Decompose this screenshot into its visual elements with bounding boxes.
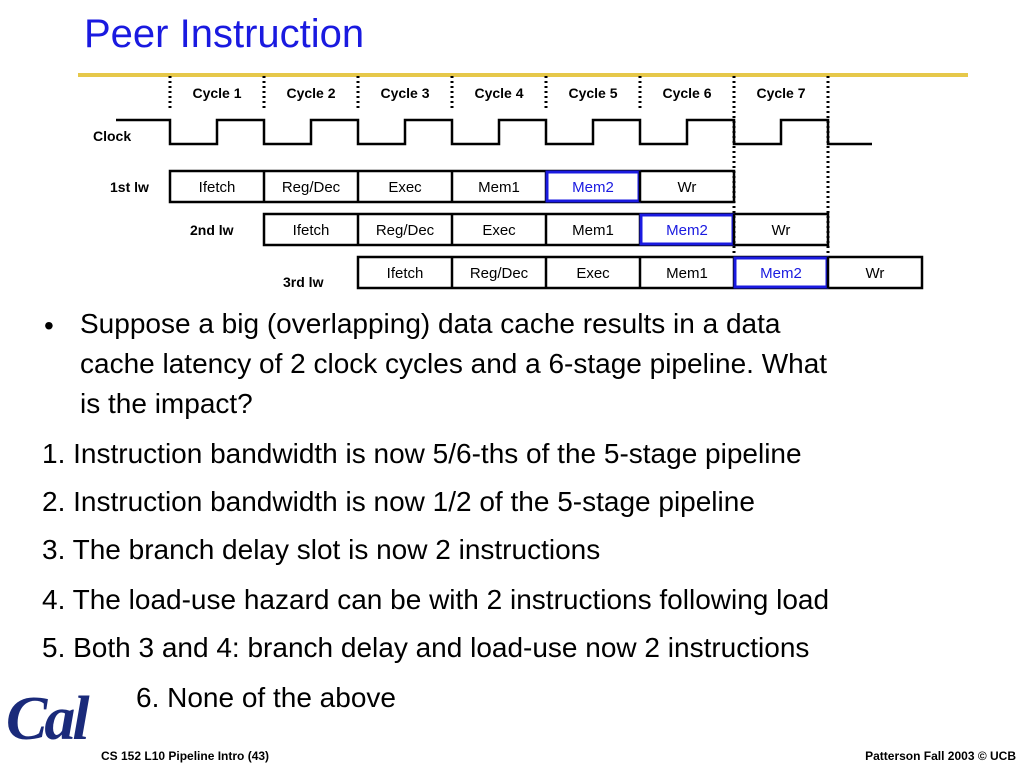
stage-label: Mem2 [760, 265, 802, 282]
option-2: 2. Instruction bandwidth is now 1/2 of t… [42, 486, 755, 517]
instruction-row: 1st lw Ifetch Reg/Dec Exec Mem1 Mem2 Wr [110, 169, 736, 204]
stage-label: Mem1 [666, 265, 708, 282]
stage-label: Exec [482, 222, 516, 239]
instruction-row: 3rd lw Ifetch Reg/Dec Exec Mem1 Mem2 Wr [283, 255, 924, 290]
instruction-row: 2nd lw Ifetch Reg/Dec Exec Mem1 Mem2 Wr [190, 212, 830, 247]
clock-label: Clock [93, 128, 131, 144]
cycle-label: Cycle 7 [756, 85, 805, 101]
footer-course: CS 152 L10 Pipeline Intro (43) [101, 749, 270, 763]
cal-logo-icon: Cal [6, 685, 90, 753]
stage-label: Ifetch [293, 222, 330, 239]
cycle-label: Cycle 6 [662, 85, 711, 101]
option-5: 5. Both 3 and 4: branch delay and load-u… [42, 632, 810, 663]
pipeline-diagram: Cycle 1 Cycle 2 Cycle 3 Cycle 4 Cycle 5 Cycle… [93, 76, 924, 290]
stage-label: Reg/Dec [282, 179, 341, 196]
instruction-label: 1st lw [110, 179, 149, 195]
option-1: 1. Instruction bandwidth is now 5/6-ths … [42, 438, 802, 469]
cycle-label: Cycle 5 [568, 85, 617, 101]
question-line-2: cache latency of 2 clock cycles and a 6-… [80, 348, 828, 379]
stage-label: Reg/Dec [470, 265, 529, 282]
stage-label: Exec [388, 179, 422, 196]
cycle-labels: Cycle 1 Cycle 2 Cycle 3 Cycle 4 Cycle 5 Cycle… [192, 85, 805, 101]
stage-label: Wr [772, 222, 791, 239]
cycle-label: Cycle 1 [192, 85, 241, 101]
stage-label: Mem2 [666, 222, 708, 239]
cycle-label: Cycle 2 [286, 85, 335, 101]
stage-label: Mem1 [572, 222, 614, 239]
stage-label: Reg/Dec [376, 222, 435, 239]
stage-label: Wr [866, 265, 885, 282]
option-3: 3. The branch delay slot is now 2 instru… [42, 534, 601, 565]
clock-waveform [116, 118, 872, 146]
page-title: Peer Instruction [84, 12, 365, 56]
cycle-dividers [168, 76, 830, 255]
option-4: 4. The load-use hazard can be with 2 ins… [42, 584, 830, 615]
instruction-label: 2nd lw [190, 222, 234, 238]
instruction-label: 3rd lw [283, 274, 324, 290]
question-line-3: is the impact? [80, 388, 253, 419]
cycle-label: Cycle 3 [380, 85, 429, 101]
stage-label: Wr [678, 179, 697, 196]
stage-label: Mem2 [572, 179, 614, 196]
stage-label: Ifetch [387, 265, 424, 282]
cycle-label: Cycle 4 [474, 85, 523, 101]
clock-signal: Clock [93, 118, 872, 146]
question-line-1: Suppose a big (overlapping) data cache r… [80, 308, 781, 339]
stage-label: Ifetch [199, 179, 236, 196]
bullet-icon: • [44, 310, 54, 341]
footer-copyright: Patterson Fall 2003 © UCB [865, 749, 1016, 763]
stage-label: Exec [576, 265, 610, 282]
stage-label: Mem1 [478, 179, 520, 196]
title-underline [78, 73, 968, 77]
option-6: 6. None of the above [136, 682, 396, 713]
